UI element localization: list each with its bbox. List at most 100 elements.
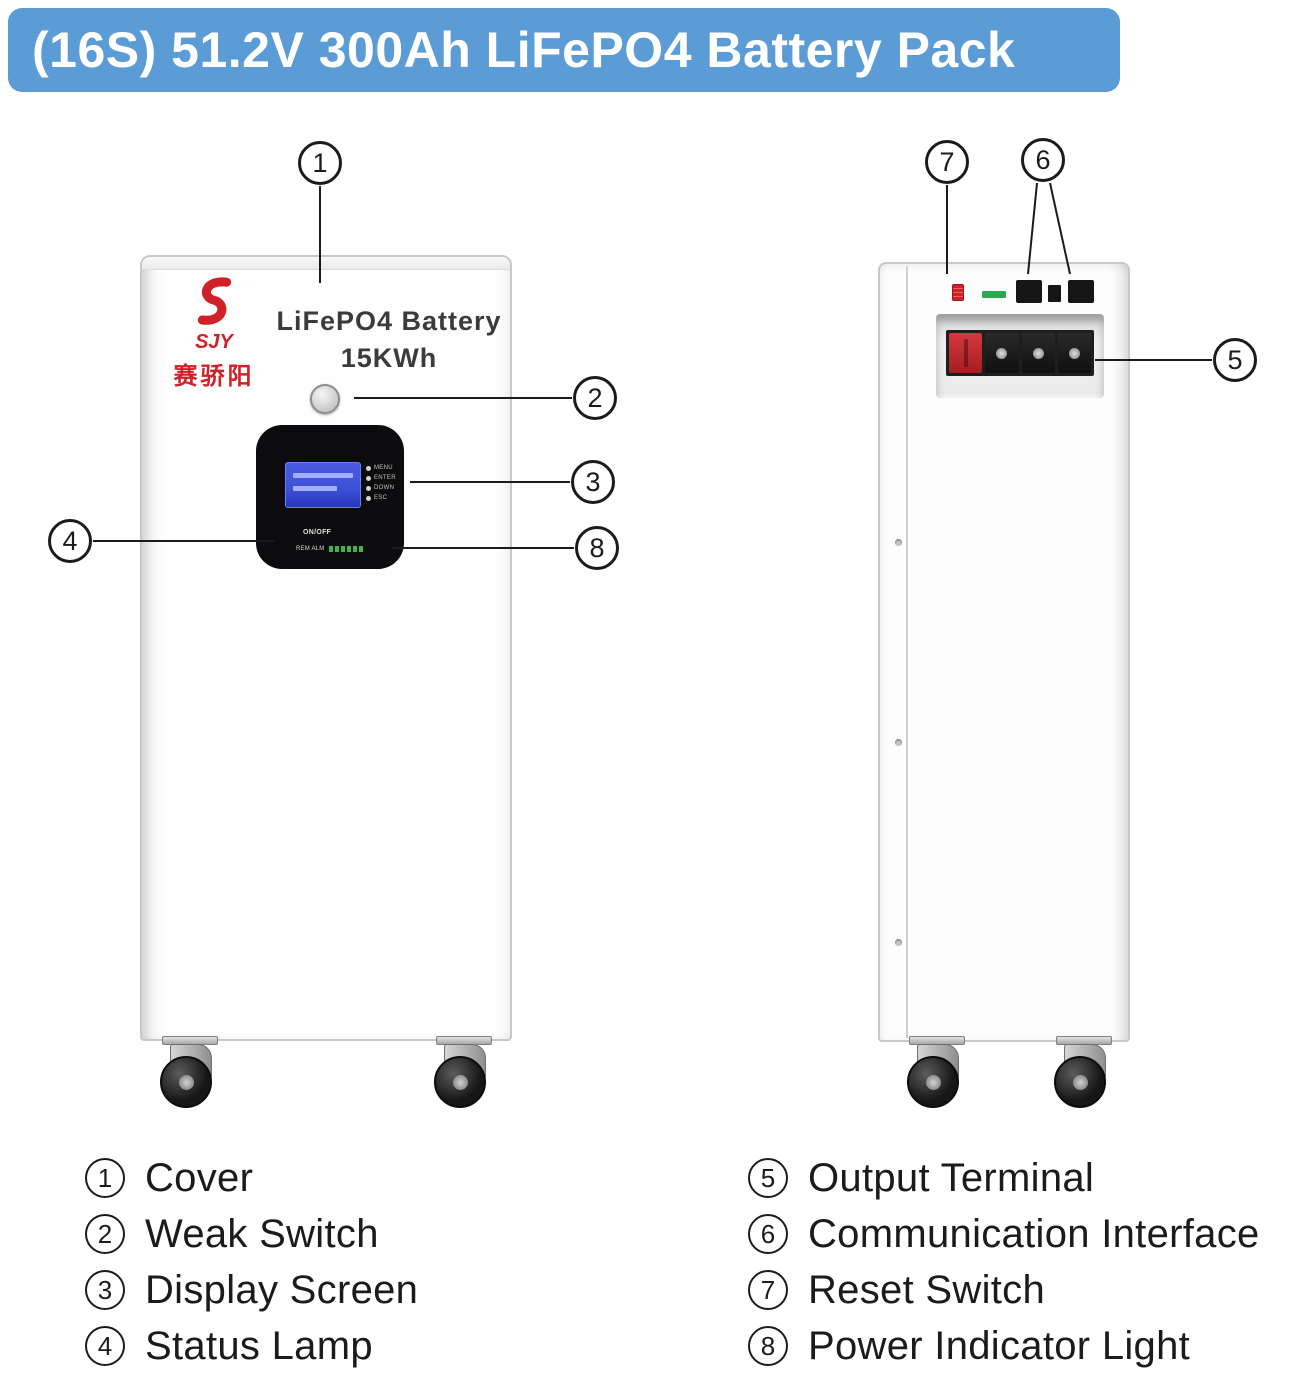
legend-label: Output Terminal: [808, 1155, 1095, 1200]
caster-wheel: [420, 1036, 512, 1110]
panel-button-label: ESC: [374, 495, 388, 501]
status-lamp-label: ON/OFF: [303, 529, 332, 536]
port-label-sticker: [982, 291, 1006, 298]
screw-hole: [895, 539, 902, 546]
panel-buttons: MENU ENTER DOWN ESC: [366, 465, 396, 501]
power-indicator-row: REM ALM: [296, 546, 364, 552]
product-label: LiFePO4 Battery 15KWh: [270, 303, 508, 377]
caster-hub: [1073, 1075, 1088, 1090]
terminal-slot: [963, 339, 968, 367]
communication-port: [1048, 285, 1061, 302]
legend-item-status-lamp: 4 Status Lamp: [85, 1318, 418, 1374]
terminal-screw-icon: [996, 347, 1008, 359]
panel-button-esc: ESC: [366, 495, 396, 501]
lcd-text-line: [293, 473, 353, 478]
callout-number: 6: [1035, 144, 1051, 175]
caster-hub: [179, 1075, 194, 1090]
callout-number: 7: [939, 146, 955, 177]
legend-label: Weak Switch: [145, 1211, 379, 1256]
leader-line-6b: [1049, 182, 1071, 275]
communication-port: [1068, 280, 1094, 303]
legend-label: Status Lamp: [145, 1323, 373, 1368]
terminal-block: [985, 333, 1019, 373]
legend-item-output-terminal: 5 Output Terminal: [748, 1150, 1260, 1206]
battery-cover: [142, 257, 510, 270]
panel-button-enter: ENTER: [366, 475, 396, 481]
rem-alm-label: REM ALM: [296, 546, 325, 552]
legend-number: 7: [748, 1270, 788, 1310]
led-icon: [329, 546, 334, 552]
terminal-positive: [949, 333, 983, 373]
led-icon: [335, 546, 340, 552]
legend-label: Display Screen: [145, 1267, 419, 1312]
button-dot-icon: [366, 475, 371, 481]
caster-hub: [926, 1075, 941, 1090]
legend-number: 2: [85, 1214, 125, 1254]
button-dot-icon: [366, 495, 371, 501]
callout-5: 5: [1213, 338, 1257, 382]
top-port-row: [944, 276, 1116, 310]
panel-seam: [906, 266, 908, 1038]
battery-front-view: SJY 赛骄阳 LiFePO4 Battery 15KWh MENU ENTER…: [140, 255, 512, 1041]
terminal-block: [1021, 333, 1055, 373]
display-screen: [285, 462, 361, 508]
output-terminals: [946, 330, 1094, 376]
product-line2: 15KWh: [340, 343, 438, 373]
brand-logo-icon: [197, 277, 232, 325]
legend-left-column: 1 Cover 2 Weak Switch 3 Display Screen 4…: [85, 1150, 418, 1374]
panel-button-down: DOWN: [366, 485, 396, 491]
callout-number: 4: [62, 525, 78, 556]
brand-block: SJY 赛骄阳: [162, 275, 266, 391]
title-banner: (16S) 51.2V 300Ah LiFePO4 Battery Pack: [8, 8, 1120, 92]
caster-hub: [453, 1075, 468, 1090]
control-panel: MENU ENTER DOWN ESC ON/OFF REM ALM: [256, 425, 404, 569]
caster-wheel: [893, 1036, 985, 1110]
communication-port: [1016, 280, 1042, 303]
panel-button-label: MENU: [374, 465, 393, 471]
callout-2: 2: [573, 376, 617, 420]
led-icon: [347, 546, 352, 552]
legend-item-reset-switch: 7 Reset Switch: [748, 1262, 1260, 1318]
callout-6: 6: [1021, 138, 1065, 182]
caster-wheel-tire: [1054, 1056, 1106, 1108]
legend-label: Power Indicator Light: [808, 1323, 1191, 1368]
brand-name: SJY: [195, 331, 233, 353]
terminal-negative: [1057, 333, 1091, 373]
terminal-screw-icon: [1032, 347, 1044, 359]
caster-wheel: [146, 1036, 238, 1110]
legend-item-power-indicator-light: 8 Power Indicator Light: [748, 1318, 1260, 1374]
leader-line-6a: [1027, 182, 1038, 275]
screw-hole: [895, 939, 902, 946]
legend-label: Communication Interface: [808, 1211, 1260, 1256]
battery-side-view: [878, 262, 1130, 1042]
panel-button-label: DOWN: [374, 485, 395, 491]
legend-number: 5: [748, 1158, 788, 1198]
brand-name-chinese: 赛骄阳: [173, 363, 255, 390]
callout-number: 2: [587, 382, 603, 413]
product-line1: LiFePO4 Battery: [276, 306, 502, 336]
panel-button-label: ENTER: [374, 475, 396, 481]
button-dot-icon: [366, 485, 371, 491]
terminal-recess: [936, 314, 1104, 398]
power-indicator-lights: [329, 546, 364, 552]
weak-switch-button: [310, 384, 340, 414]
legend-item-communication-interface: 6 Communication Interface: [748, 1206, 1260, 1262]
callout-1: 1: [298, 141, 342, 185]
caster-wheel: [1040, 1036, 1132, 1110]
callout-number: 3: [585, 466, 601, 497]
legend-number: 4: [85, 1326, 125, 1366]
callout-number: 1: [312, 147, 328, 178]
screw-hole: [895, 739, 902, 746]
led-icon: [359, 546, 364, 552]
legend-label: Reset Switch: [808, 1267, 1046, 1312]
callout-7: 7: [925, 140, 969, 184]
legend-label: Cover: [145, 1155, 254, 1200]
terminal-screw-icon: [1068, 347, 1080, 359]
legend-item-weak-switch: 2 Weak Switch: [85, 1206, 418, 1262]
page-title: (16S) 51.2V 300Ah LiFePO4 Battery Pack: [32, 22, 1016, 78]
legend-number: 6: [748, 1214, 788, 1254]
caster-wheel-tire: [160, 1056, 212, 1108]
callout-number: 5: [1227, 344, 1243, 375]
lcd-text-line: [293, 486, 338, 491]
legend-item-cover: 1 Cover: [85, 1150, 418, 1206]
